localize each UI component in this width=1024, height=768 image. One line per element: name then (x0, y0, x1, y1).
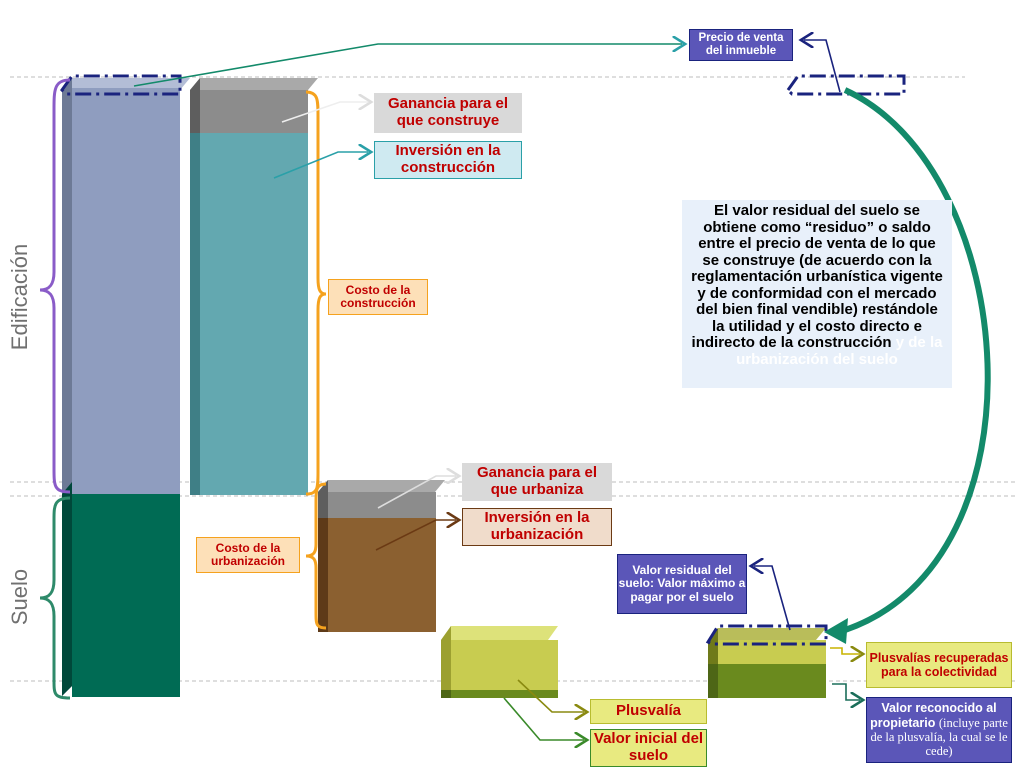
valor-residual-box: Valor residual del suelo: Valor máximo a… (617, 554, 747, 614)
plusvalia-segment (451, 640, 558, 690)
precio-venta-box: Precio de venta del inmueble (689, 29, 793, 61)
valor-reconocido-connector (832, 683, 860, 700)
explanation-faded-text: y de la urbanización del suelo (736, 334, 943, 368)
inversion-construccion-connector (273, 152, 368, 179)
edificacion-segment (72, 88, 180, 494)
costo-urbanizacion-brace (305, 482, 327, 630)
valor-residual-connector (754, 566, 791, 631)
plusvalia-connector (517, 679, 584, 712)
valor-reconocido-bold: Valor reconocido al propietario (870, 701, 997, 730)
costo-urbanizacion-box: Costo de la urbanización (196, 537, 300, 573)
valor-inicial-segment (451, 690, 558, 698)
ganancia-urbaniza-box: Ganancia para el que urbaniza (462, 463, 612, 501)
inversion-construccion-box: Inversión en la construcción (374, 141, 522, 179)
suelo-label: Suelo (7, 568, 32, 626)
explanation-text: El valor residual del suelo se obtiene c… (691, 202, 943, 351)
inversion-construccion-segment (200, 133, 308, 495)
plusvalias-recuperadas-box: Plusvalías recuperadas para la colectivi… (866, 642, 1012, 688)
residual-top-outline (705, 624, 828, 646)
ganancia-construccion-cap (200, 90, 308, 133)
ganancia-construye-connector (281, 102, 368, 123)
inversion-urbanizacion-box: Inversión en la urbanización (462, 508, 612, 546)
suelo-brace (39, 496, 71, 700)
ganancia-urbaniza-connector (377, 476, 456, 509)
price-outline (786, 74, 906, 96)
bar-residual (708, 628, 826, 698)
ganancia-construye-box: Ganancia para el que construye (374, 93, 522, 133)
inversion-urbanizacion-segment (328, 518, 436, 632)
valor-inicial-box: Valor inicial del suelo (590, 729, 707, 767)
explanation-box: El valor residual del suelo se obtiene c… (682, 200, 952, 388)
guide-lines (10, 76, 1015, 682)
edificacion-brace (39, 78, 71, 494)
costo-construccion-brace (305, 90, 327, 496)
residual-curve-arrowhead (824, 618, 848, 644)
bar-construccion (190, 78, 318, 495)
residual-curve-arrow (843, 87, 991, 633)
inversion-urbanizacion-connector (375, 520, 456, 551)
bar-top-outline (60, 74, 182, 96)
bar-urbanizacion (318, 480, 445, 632)
bar-plusvalia (441, 626, 558, 698)
suelo-segment (72, 494, 180, 697)
plusvalias-recuperadas-connector (830, 648, 860, 654)
valor-inicial-connector (503, 697, 584, 740)
precio-outline-connector (804, 40, 841, 93)
edificacion-label: Edificación (7, 243, 32, 351)
precio-connector (133, 44, 682, 87)
valor-reconocido-box: Valor reconocido al propietario (incluye… (866, 697, 1012, 763)
valor-reconocido-note: (incluye parte de la plusvalía, la cual … (870, 715, 1008, 759)
bar-total (62, 78, 190, 697)
valor-reconocido-text: Valor reconocido al propietario (incluye… (867, 701, 1011, 759)
costo-construccion-box: Costo de la construcción (328, 279, 428, 315)
plusvalia-box: Plusvalía (590, 699, 707, 724)
